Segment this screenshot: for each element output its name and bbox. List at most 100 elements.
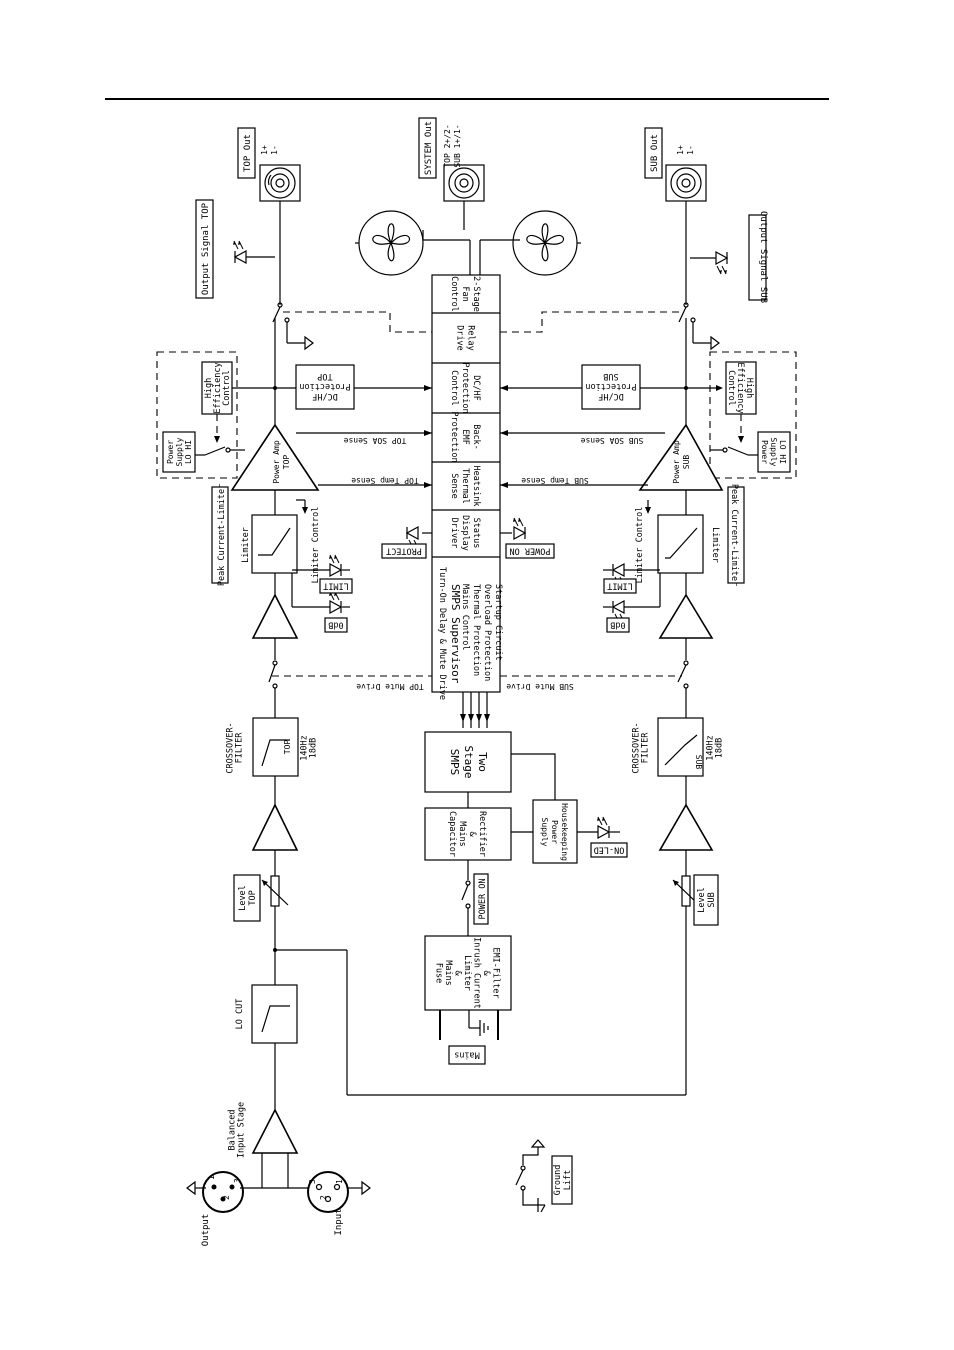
mute-switch-sub-icon — [677, 660, 689, 689]
input-xlr-connector: 3 2 1 Input — [307, 1171, 349, 1236]
svg-text:Power AmpTOP: Power AmpTOP — [272, 440, 291, 484]
svg-text:HighEfficiencyControl: HighEfficiencyControl — [204, 362, 232, 413]
svg-text:1-: 1- — [270, 145, 279, 155]
crossover-sub-box: SUB CROSSOVER-FILTER 140Hz18dB — [632, 717, 725, 777]
svg-text:POWER ON: POWER ON — [478, 879, 488, 920]
smps-box: TwoStageSMPS — [424, 731, 512, 793]
top-temp-sense-label: TOP Temp Sense — [351, 476, 419, 485]
dchf-protection-top-box: DC/HFProtectionTOP — [295, 364, 355, 410]
level-top-label: LevelTOP — [233, 874, 261, 922]
emi-filter-box: EMI-Filter&Inrush CurrentLimiter&MainsFu… — [424, 935, 512, 1011]
svg-text:2: 2 — [319, 1195, 328, 1200]
system-out-label: SYSTEM Out TOP 2+/2- SUB 1+/1- — [418, 117, 462, 179]
svg-text:0dB: 0dB — [328, 620, 343, 630]
zero-db-top-led-icon — [328, 591, 342, 614]
smps-supervisor-block: Turn-On Delay & Mute Drive SMPS Supervis… — [437, 567, 503, 700]
protect-label: PROTECT — [381, 543, 427, 559]
on-led-label: ON-LED — [590, 842, 628, 858]
efficiency-sub-box: HighEfficiencyControl — [725, 361, 757, 415]
fan-left-icon — [355, 210, 424, 276]
svg-text:DC/HFProtectionTOP: DC/HFProtectionTOP — [299, 371, 350, 401]
svg-text:0dB: 0dB — [610, 620, 625, 630]
power-on-label: POWER ON — [505, 543, 555, 559]
zero-db-top-label: 0dB — [324, 617, 348, 633]
svg-text:1: 1 — [207, 1175, 216, 1180]
dchf-protection-sub-box: DC/HFProtectionSUB — [581, 364, 641, 410]
top-mute-drive-label: TOP Mute Drive — [356, 682, 424, 691]
svg-text:1: 1 — [335, 1179, 344, 1184]
svg-text:Limiter Control: Limiter Control — [635, 507, 645, 584]
svg-text:2: 2 — [222, 1195, 231, 1200]
svg-text:1-: 1- — [686, 145, 695, 155]
sub-soa-sense-label: SUB SOA Sense — [581, 436, 644, 445]
amp-stage-top-icon — [251, 803, 299, 851]
svg-text:140Hz18dB: 140Hz18dB — [706, 735, 725, 761]
mute-switch-top-icon — [268, 660, 278, 689]
svg-text:LIMIT: LIMIT — [607, 581, 633, 591]
svg-text:SUB: SUB — [694, 755, 703, 770]
supply-sub-box: LO HISupplyPower — [757, 431, 791, 473]
zero-db-sub-label: 0dB — [606, 617, 630, 633]
svg-text:Power AmpSUB: Power AmpSUB — [672, 440, 691, 484]
limit-top-label: LIMIT — [319, 578, 353, 594]
svg-text:LO CUT: LO CUT — [235, 999, 245, 1030]
power-switch-label: POWER ON — [473, 873, 489, 925]
limiter-top-box: Limiter Limiter Control — [241, 507, 321, 584]
svg-text:Turn-On Delay & Mute Drive: Turn-On Delay & Mute Drive — [437, 567, 447, 700]
svg-text:TOP: TOP — [283, 740, 292, 755]
lo-cut-box: LO CUT — [235, 984, 298, 1044]
ground-lift-label: GroundLift — [551, 1155, 573, 1205]
svg-text:HighEfficiencyControl: HighEfficiencyControl — [726, 362, 754, 413]
dchf-protection-control-label: DC/HFProtectionControl — [449, 362, 481, 413]
preamp-top-icon — [251, 593, 299, 639]
on-led-icon — [596, 816, 610, 839]
svg-text:EMI-Filter&Inrush CurrentLimit: EMI-Filter&Inrush CurrentLimiter&MainsFu… — [434, 937, 501, 1009]
svg-text:Rectifier&MainsCapacitor: Rectifier&MainsCapacitor — [447, 811, 487, 857]
level-sub-label: LevelSUB — [693, 874, 719, 926]
svg-text:TOP Out: TOP Out — [243, 134, 253, 172]
svg-text:Limiter: Limiter — [710, 527, 720, 563]
output-top-led-icon — [232, 240, 247, 264]
heatsink-label: HeatsinkThermalSense — [449, 466, 481, 507]
preamp-sub-icon — [658, 593, 714, 639]
supply-top-box: PowerSupplyLO HI — [162, 431, 196, 473]
svg-text:SUB 1+/1-: SUB 1+/1- — [453, 124, 462, 167]
power-amp-sub: Power AmpSUB — [638, 423, 724, 491]
svg-text:PowerSupplyLO HI: PowerSupplyLO HI — [166, 437, 193, 466]
svg-text:HousekeepingPowerSupply: HousekeepingPowerSupply — [540, 803, 569, 861]
sub-temp-sense-label: SUB Temp Sense — [521, 476, 589, 485]
svg-text:DC/HFProtectionSUB: DC/HFProtectionSUB — [585, 371, 636, 401]
top-supply-region — [156, 351, 238, 479]
svg-text:1+: 1+ — [676, 145, 685, 155]
svg-text:Peak Current-Limiter: Peak Current-Limiter — [729, 484, 739, 586]
svg-text:3: 3 — [233, 1178, 242, 1183]
svg-text:Peak Current-Limiter: Peak Current-Limiter — [217, 484, 227, 586]
svg-text:1+: 1+ — [260, 145, 269, 155]
svg-text:SMPS Supervisor: SMPS Supervisor — [449, 584, 462, 684]
supervisor-arrows — [460, 692, 490, 728]
limit-top-led-icon — [328, 554, 342, 577]
svg-text:LevelTOP: LevelTOP — [238, 885, 258, 911]
relay-sub-icon — [678, 302, 720, 351]
output-signal-top-label: Output Signal TOP — [195, 199, 214, 299]
sub-out-label: SUB Out 1+ 1- — [644, 127, 695, 179]
amp-stage-sub-icon — [658, 803, 714, 851]
power-on-led-icon — [512, 517, 526, 540]
svg-text:Limiter: Limiter — [241, 527, 251, 563]
output-xlr-connector: 1 2 3 Output — [201, 1171, 244, 1246]
limit-sub-label: LIMIT — [603, 578, 637, 594]
relay-top-icon — [272, 302, 314, 351]
svg-text:LO HISupplyPower: LO HISupplyPower — [760, 438, 787, 467]
svg-text:ON-LED: ON-LED — [594, 845, 625, 855]
rectifier-box: Rectifier&MainsCapacitor — [424, 807, 512, 861]
svg-text:TOP 2+/2-: TOP 2+/2- — [443, 124, 452, 167]
fan-right-icon — [512, 210, 581, 276]
sub-supply-region — [709, 351, 797, 479]
svg-text:140Hz18dB: 140Hz18dB — [300, 735, 319, 761]
top-out-label: TOP Out 1+ 1- — [237, 127, 279, 179]
peak-limiter-sub-label: Peak Current-Limiter — [727, 484, 745, 586]
mains-label: Mains — [448, 1045, 486, 1065]
svg-text:3: 3 — [308, 1179, 317, 1184]
svg-text:Output Signal SUB: Output Signal SUB — [758, 211, 768, 303]
